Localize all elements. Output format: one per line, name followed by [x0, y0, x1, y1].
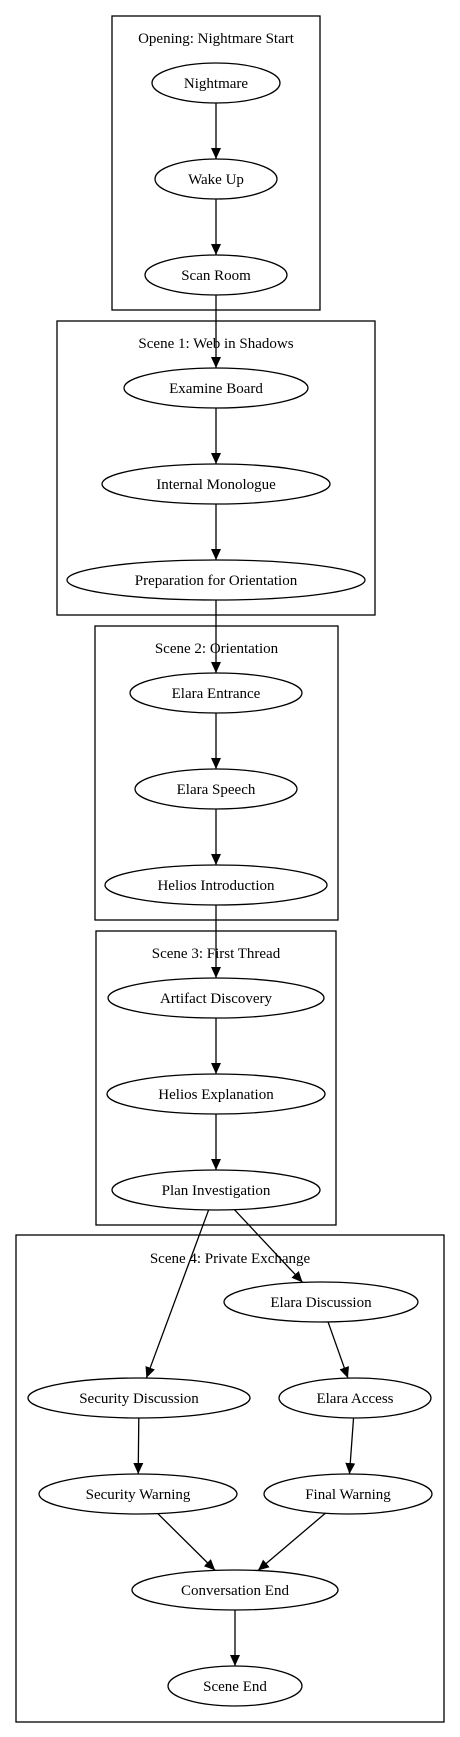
cluster-box — [15, 1234, 445, 1723]
node-security-discussion: Security Discussion — [27, 1377, 251, 1419]
node-ellipse — [129, 672, 303, 714]
edge-security-discussion-to-security-warning — [133, 1417, 144, 1475]
node-elara-entrance: Elara Entrance — [129, 672, 303, 714]
node-label: Final Warning — [305, 1487, 391, 1503]
node-ellipse — [38, 1473, 238, 1515]
node-ellipse — [111, 1169, 321, 1211]
node-wake-up: Wake Up — [154, 158, 278, 200]
node-label: Artifact Discovery — [160, 991, 273, 1007]
node-ellipse — [107, 977, 325, 1019]
node-artifact-discovery: Artifact Discovery — [107, 977, 325, 1019]
node-ellipse — [278, 1377, 432, 1419]
node-preparation-for-orientation: Preparation for Orientation — [66, 559, 366, 601]
node-examine-board: Examine Board — [123, 367, 309, 409]
node-label: Examine Board — [169, 381, 263, 397]
node-ellipse — [151, 62, 281, 104]
node-ellipse — [223, 1281, 419, 1323]
cluster-label: Scene 2: Orientation — [155, 641, 279, 657]
node-scan-room: Scan Room — [144, 254, 288, 296]
node-label: Wake Up — [188, 172, 244, 188]
node-conversation-end: Conversation End — [131, 1569, 339, 1611]
node-label: Elara Entrance — [172, 686, 261, 702]
node-ellipse — [167, 1665, 303, 1707]
node-label: Scan Room — [181, 268, 251, 284]
node-label: Plan Investigation — [162, 1183, 271, 1199]
node-label: Elara Access — [316, 1391, 393, 1407]
node-label: Internal Monologue — [156, 477, 276, 493]
node-ellipse — [131, 1569, 339, 1611]
node-label: Elara Discussion — [270, 1295, 372, 1311]
cluster-label: Opening: Nightmare Start — [138, 31, 295, 47]
node-plan-investigation: Plan Investigation — [111, 1169, 321, 1211]
node-ellipse — [134, 768, 298, 810]
cluster-label: Scene 4: Private Exchange — [150, 1251, 311, 1267]
node-label: Conversation End — [181, 1583, 289, 1599]
node-helios-explanation: Helios Explanation — [106, 1073, 326, 1115]
node-ellipse — [263, 1473, 433, 1515]
node-ellipse — [144, 254, 288, 296]
node-label: Security Discussion — [79, 1391, 199, 1407]
node-label: Security Warning — [86, 1487, 191, 1503]
node-label: Nightmare — [184, 76, 248, 92]
node-ellipse — [27, 1377, 251, 1419]
node-label: Scene End — [203, 1679, 267, 1695]
edge-plan-investigation-to-security-discussion — [145, 1209, 210, 1379]
node-helios-introduction: Helios Introduction — [104, 864, 328, 906]
node-ellipse — [66, 559, 366, 601]
node-ellipse — [154, 158, 278, 200]
node-label: Helios Introduction — [157, 878, 275, 894]
node-final-warning: Final Warning — [263, 1473, 433, 1515]
edge-plan-investigation-to-elara-discussion — [233, 1209, 304, 1283]
node-ellipse — [104, 864, 328, 906]
node-label: Helios Explanation — [158, 1087, 274, 1103]
node-ellipse — [106, 1073, 326, 1115]
node-scene-end: Scene End — [167, 1665, 303, 1707]
edge-elara-access-to-final-warning — [345, 1417, 356, 1475]
edge-final-warning-to-conversation-end — [257, 1512, 326, 1571]
node-ellipse — [123, 367, 309, 409]
node-elara-discussion: Elara Discussion — [223, 1281, 419, 1323]
node-security-warning: Security Warning — [38, 1473, 238, 1515]
node-elara-speech: Elara Speech — [134, 768, 298, 810]
node-label: Elara Speech — [177, 782, 256, 798]
node-nightmare: Nightmare — [151, 62, 281, 104]
node-label: Preparation for Orientation — [135, 573, 298, 589]
node-ellipse — [101, 463, 331, 505]
node-elara-access: Elara Access — [278, 1377, 432, 1419]
edge-elara-discussion-to-elara-access — [327, 1321, 349, 1379]
cluster-scene-4-private-exchange: Scene 4: Private Exchange — [15, 1234, 445, 1723]
node-internal-monologue: Internal Monologue — [101, 463, 331, 505]
edge-security-warning-to-conversation-end — [157, 1513, 216, 1571]
